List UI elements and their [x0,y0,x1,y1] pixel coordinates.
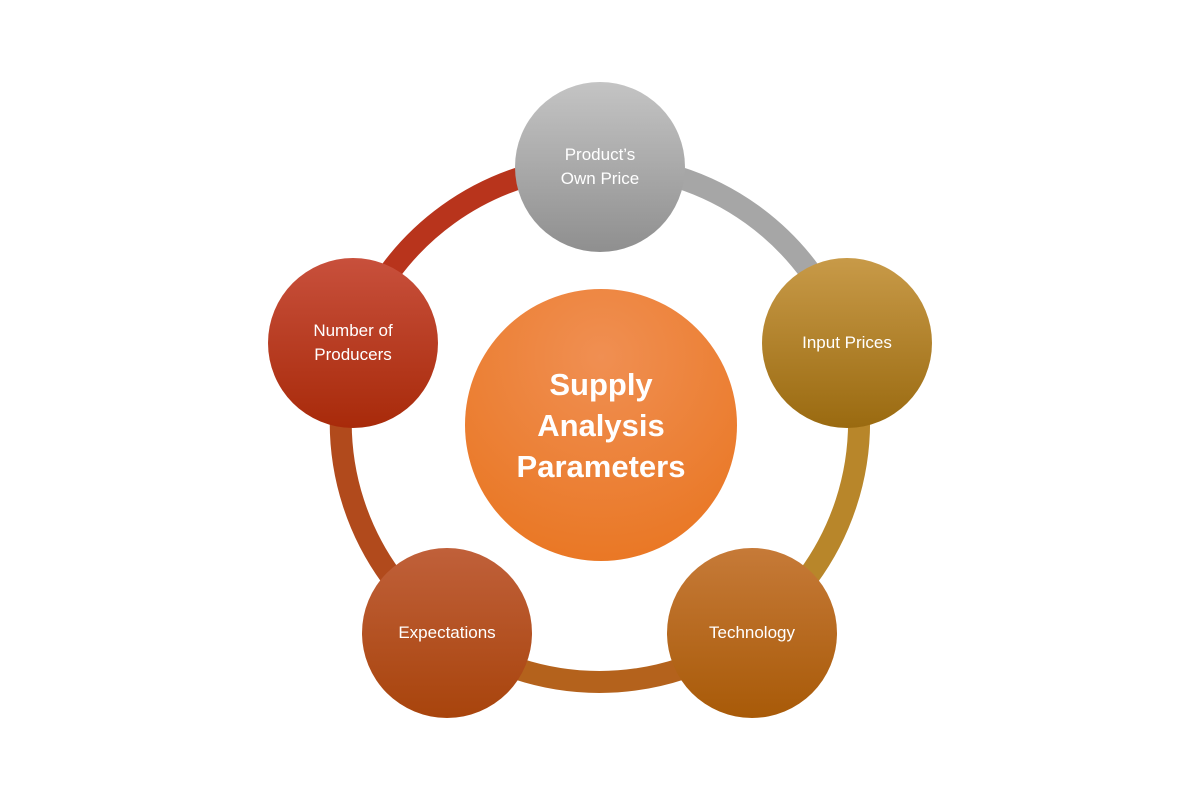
node-label-line-2: Producers [314,345,392,364]
center-node-supply-analysis-parameters: Supply Analysis Parameters [465,289,737,561]
node-input-prices: Input Prices [762,258,932,428]
node-label-line-1: Product’s [564,145,636,164]
node-label-line-1: Expectations [398,623,496,642]
center-label-line-3: Parameters [516,448,686,484]
center-label-line-1: Supply [549,366,653,402]
center-label-line-2: Analysis [537,407,665,443]
node-label-line-1: Technology [708,623,795,642]
node-product-own-price: Product’s Own Price [515,82,685,252]
node-number-of-producers: Number of Producers [268,258,438,428]
node-expectations: Expectations [362,548,532,718]
node-label-line-2: Own Price [560,169,640,188]
node-label-line-1: Input Prices [802,333,892,352]
node-technology: Technology [667,548,837,718]
node-label-line-1: Number of [313,321,393,340]
